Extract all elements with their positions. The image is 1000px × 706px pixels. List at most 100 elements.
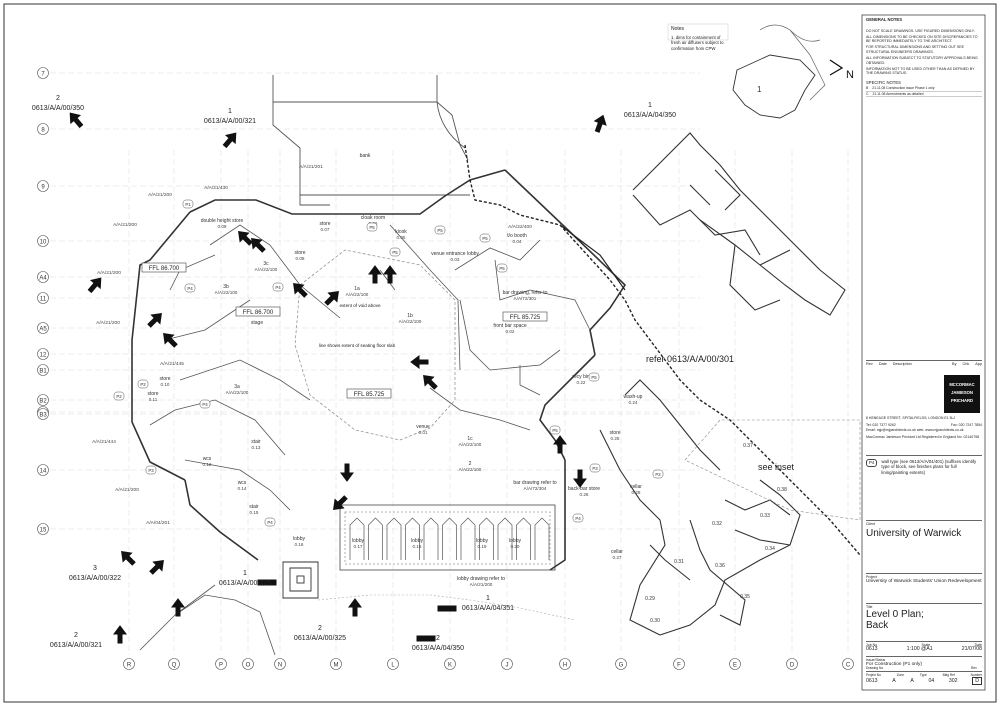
room-label: 1cA/A/22/100 <box>459 436 482 447</box>
lobby-strip <box>339 504 556 571</box>
svg-text:A5: A5 <box>39 326 47 332</box>
svg-text:10: 10 <box>40 239 47 245</box>
svg-text:0.35: 0.35 <box>740 594 750 600</box>
svg-text:double height store: double height store <box>201 218 244 224</box>
grid-row-A4: A4 <box>37 271 49 283</box>
firm-fax: Fax: 020 7247 7854 <box>950 423 982 427</box>
grid-col-H: H <box>559 658 571 670</box>
lobby-cell <box>349 517 365 560</box>
room-label: wash-up0.24 <box>624 394 643 405</box>
grid-lines <box>50 72 849 655</box>
svg-text:0.25: 0.25 <box>611 436 620 441</box>
svg-text:0.26: 0.26 <box>580 492 589 497</box>
logo-line-2: JAMIESON <box>951 390 973 395</box>
svg-text:E: E <box>733 662 737 668</box>
bank-outline <box>272 75 470 206</box>
grid-row-11: 11 <box>37 292 49 304</box>
svg-text:0.20: 0.20 <box>511 544 520 549</box>
wall-reference: A/A/21/200 <box>148 192 172 198</box>
svg-text:2: 2 <box>74 632 78 639</box>
drawing-level: 04 <box>928 678 935 684</box>
svg-text:A/A/22/100: A/A/22/100 <box>215 290 238 295</box>
grid-col-L: L <box>387 658 399 670</box>
general-notes-heading: GENERAL NOTES <box>866 17 902 22</box>
svg-text:bar drawing, refer to: bar drawing, refer to <box>503 290 548 296</box>
grid-row-bubbles: 78910A411A512B1B213B31415 <box>37 67 49 535</box>
svg-text:0.09: 0.09 <box>218 224 227 229</box>
firm-details: 8 HENEAGE STREET, SPITALFIELDS, LONDON E… <box>866 416 982 440</box>
grid-row-10: 10 <box>37 235 49 247</box>
ffl-label: FFL 86.700 <box>235 306 281 317</box>
svg-text:0.32: 0.32 <box>712 521 722 527</box>
date-label: Date <box>974 643 982 647</box>
svg-text:wash-up: wash-up <box>624 394 643 400</box>
upper-right-plan <box>632 132 846 316</box>
svg-text:0.19: 0.19 <box>478 544 487 549</box>
rev-col-app: App <box>975 362 982 366</box>
svg-text:A/A/22/100: A/A/22/100 <box>346 292 369 297</box>
svg-text:0.03: 0.03 <box>451 257 460 262</box>
grid-col-J: J <box>501 658 513 670</box>
notes-heading: Notes <box>671 26 685 32</box>
partition-tag: P5 <box>389 247 401 257</box>
firm-email: Email: mjp@mjparchitects.co.uk web: www.… <box>866 428 964 432</box>
svg-text:0613/A/A/04/351: 0613/A/A/04/351 <box>462 605 514 612</box>
room-label: 3aA/A/22/100 <box>226 384 249 395</box>
svg-text:kiosk: kiosk <box>395 229 407 235</box>
room-label: 0.34 <box>765 546 775 552</box>
svg-text:cellar: cellar <box>611 549 623 555</box>
partition-tag: P5 <box>366 222 378 232</box>
room-label: 3cA/A/22/100 <box>255 261 278 272</box>
svg-text:1: 1 <box>486 595 490 602</box>
svg-text:P4: P4 <box>275 285 281 290</box>
svg-text:store: store <box>294 250 305 256</box>
partition-tag: P5 <box>434 225 446 235</box>
svg-text:0.08: 0.08 <box>296 256 305 261</box>
lobby-cell <box>368 517 383 560</box>
partition-tag: P4 <box>184 283 196 293</box>
svg-text:0.30: 0.30 <box>650 618 660 624</box>
svg-text:0613/A/A/00/321: 0613/A/A/00/321 <box>50 642 102 649</box>
svg-text:0.14: 0.14 <box>238 486 247 491</box>
svg-text:N: N <box>278 662 282 668</box>
title-section: Title Level 0 Plan; Back <box>866 603 982 631</box>
svg-text:A/A/72/301: A/A/72/301 <box>514 296 537 301</box>
svg-text:P5: P5 <box>369 225 375 230</box>
section-arrow <box>69 112 84 129</box>
svg-text:0.15: 0.15 <box>250 510 259 515</box>
scale-value: 1:100 @A1 <box>906 646 933 652</box>
revision-code: C <box>866 91 869 96</box>
firm-registration: MacCormac Jamieson Prichard Ltd Register… <box>866 435 980 439</box>
svg-text:A/A/21/200: A/A/21/200 <box>470 582 493 587</box>
svg-text:0.04: 0.04 <box>513 239 522 244</box>
lobby-cell <box>534 517 550 560</box>
lobby-cell <box>405 517 420 560</box>
svg-text:cellar: cellar <box>630 484 642 490</box>
grid-row-B1: B1 <box>37 364 49 376</box>
lobby-cell <box>497 517 513 560</box>
svg-text:P5: P5 <box>437 228 443 233</box>
svg-text:0613/A/A/04/350: 0613/A/A/04/350 <box>412 645 464 652</box>
section-arrow <box>368 265 382 284</box>
firm-logo: MCCORMAC JAMIESON PRICHARD <box>944 375 980 413</box>
grid-row-12: 12 <box>37 348 49 360</box>
svg-text:14: 14 <box>40 468 47 474</box>
wall-reference: A/A/04/201 <box>146 520 170 526</box>
svg-text:P1: P1 <box>185 202 191 207</box>
partition-tag: P5 <box>549 425 561 435</box>
svg-text:back-bar store: back-bar store <box>568 486 600 492</box>
scale-label: Scale <box>921 643 931 647</box>
drawing-zone: A <box>892 678 896 684</box>
svg-text:cloak room: cloak room <box>361 215 385 221</box>
wall-reference: A/A/22/400 <box>508 224 532 230</box>
